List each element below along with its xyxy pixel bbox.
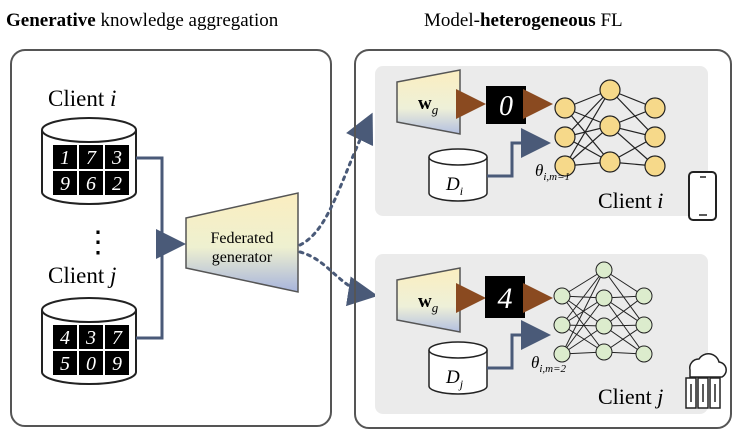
- bottom-dataset-label: Dj: [445, 367, 464, 391]
- bottom-theta-label: θi,m=2: [531, 353, 567, 375]
- mnist-digit: 7: [86, 147, 97, 169]
- top-dataset-icon: [428, 148, 488, 202]
- top-sample-digit: 0: [499, 91, 513, 122]
- client-j-label: Client j: [48, 263, 116, 288]
- top-dataset-arrow: [487, 128, 551, 178]
- bottom-dataset-arrow: [487, 320, 551, 370]
- mnist-digit: 9: [112, 353, 122, 375]
- top-wg-label: wg: [418, 93, 439, 117]
- mnist-digit: 3: [85, 327, 96, 349]
- mnist-digit: 5: [60, 353, 70, 375]
- bottom-sample-image: [485, 276, 525, 318]
- left-title-rest: knowledge aggregation: [96, 10, 279, 31]
- mnist-digit: 1: [60, 147, 70, 169]
- top-neural-network: [554, 79, 666, 177]
- generator-label-line1: Federated: [210, 230, 273, 247]
- top-sample-image: [486, 86, 526, 124]
- right-panel-frame: [354, 49, 732, 429]
- server-cloud-icon: [685, 353, 727, 409]
- top-generator-wg: [396, 69, 461, 135]
- phone-icon: [688, 171, 717, 221]
- top-client-label: Client i: [598, 188, 663, 213]
- mnist-digit: 9: [60, 173, 70, 195]
- mnist-digit: 4: [60, 327, 70, 349]
- mnist-digit: 2: [112, 173, 122, 195]
- database-connector: [136, 156, 164, 340]
- bottom-wg-label: wg: [418, 291, 439, 315]
- mnist-digit: 3: [111, 147, 122, 169]
- left-title-bold: Generative: [6, 10, 96, 31]
- generator-label-line2: generator: [212, 249, 273, 266]
- left-panel-title: Generative knowledge aggregation: [6, 10, 279, 31]
- vertical-ellipsis: ⋮: [83, 226, 113, 259]
- right-panel-title: Model-heterogeneous FL: [424, 10, 623, 31]
- left-panel-frame: [10, 49, 332, 427]
- mnist-digit: 0: [86, 353, 96, 375]
- bottom-dataset-icon: [428, 341, 488, 395]
- dotted-arrow-top: [298, 112, 374, 247]
- mnist-digit: 6: [86, 173, 96, 195]
- federated-generator[interactable]: [185, 192, 299, 293]
- bottom-sample-digit: 4: [498, 282, 513, 315]
- dotted-arrow-bottom: [298, 250, 378, 307]
- top-theta-label: θi,m=1: [535, 161, 570, 183]
- client-j-database-icon: 4 3 7 5 0 9: [41, 297, 137, 385]
- client-i-label: Client i: [48, 86, 116, 111]
- client-i-database-icon: 1 7 3 9 6 2: [41, 117, 137, 205]
- top-dataset-label: Di: [445, 174, 463, 198]
- bottom-neural-network: [553, 261, 653, 363]
- bottom-client-label: Client j: [598, 384, 663, 409]
- mnist-digit: 7: [112, 327, 123, 349]
- bottom-generator-wg: [396, 267, 461, 333]
